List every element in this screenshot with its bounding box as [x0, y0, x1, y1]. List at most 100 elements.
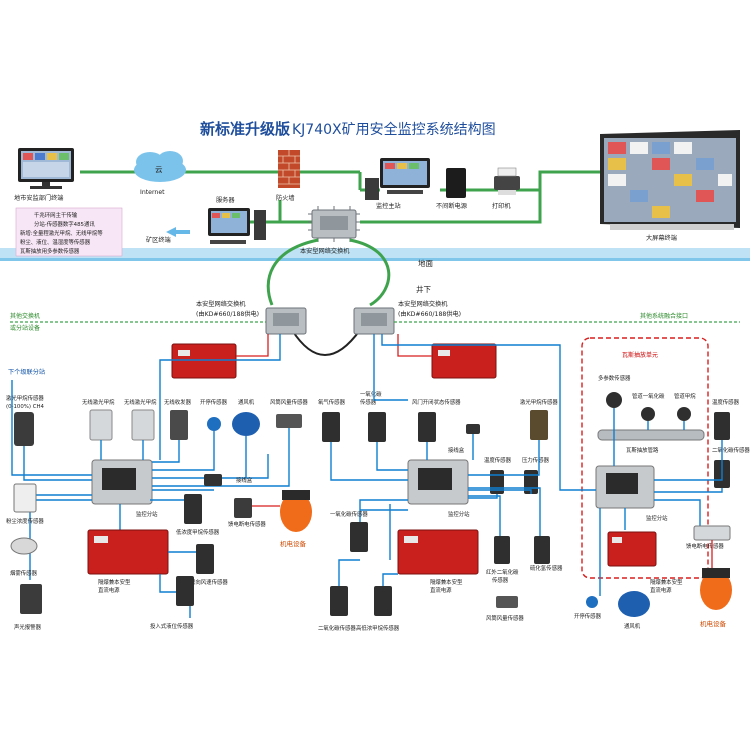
psu-right-line1: 隔爆兼本安型 [650, 578, 683, 586]
low-ch4-sensor[interactable] [184, 494, 202, 524]
note-line-1: 千兆环网主干传输 [34, 211, 78, 219]
gas-unit-title: 瓦斯抽放单元 [622, 351, 658, 359]
underground-switch-left[interactable] [265, 307, 307, 335]
internet-cloud-icon [134, 151, 186, 182]
co-label-1: 一氧化碳 [360, 390, 382, 398]
sub-station-right-label: 监控分站 [646, 514, 668, 522]
surface-divider-band [0, 248, 750, 258]
mech-equipment-right[interactable] [700, 568, 732, 610]
master-station-label: 监控主站 [376, 202, 401, 210]
laser-ch4-label-1: 激光甲烷传感器 [6, 394, 44, 402]
co-sensor[interactable] [368, 412, 386, 442]
temp-mid-label: 温度传感器 [484, 456, 512, 464]
mech-equipment-left-label: 机电设备 [280, 539, 307, 548]
psu-mid-line2: 直流电源 [430, 586, 452, 594]
sub-station-left[interactable] [91, 459, 153, 505]
ring-network-bottom [291, 329, 361, 356]
top-switch-label: 本安型网络交换机 [300, 247, 350, 255]
city-terminal[interactable] [18, 148, 74, 189]
laser-ch4-label-2: (0-100%) CH4 [6, 404, 45, 410]
psu-left-line1: 隔爆兼本安型 [98, 578, 131, 586]
sub-station-right[interactable] [595, 465, 655, 509]
power-supply-left-top[interactable] [171, 343, 237, 379]
low-ch4-label: 低浓度甲烷传感器 [176, 528, 220, 536]
wind-dir-sensor[interactable] [196, 544, 214, 574]
power-link-left [236, 334, 269, 357]
wind-sensor-mid[interactable] [496, 596, 518, 608]
mech-equipment-left[interactable] [280, 490, 312, 532]
laser-ch4-mid-sensor[interactable] [530, 410, 548, 440]
ups-icon[interactable] [446, 168, 466, 198]
power-supply-right[interactable] [607, 531, 657, 567]
feed-sensor-right-label: 馈电断电传感器 [686, 542, 724, 550]
junction-box-mid[interactable] [466, 424, 480, 434]
alarm-label: 声光报警器 [14, 623, 42, 631]
temp-right-sensor[interactable] [714, 412, 730, 440]
wind-sensor-left[interactable] [276, 414, 302, 428]
door-state-sensor[interactable] [418, 412, 436, 442]
power-supply-middle[interactable] [397, 529, 479, 575]
fan-right-icon[interactable] [618, 591, 650, 617]
psu-right-line2: 直流电源 [650, 586, 672, 594]
pipe-co-label: 管道一氧化碳 [632, 392, 665, 400]
dust-sensor[interactable] [13, 483, 37, 513]
co2-mid-sensor[interactable] [350, 522, 368, 552]
smoke-sensor[interactable] [10, 537, 38, 555]
fan-right-label: 通风机 [624, 622, 641, 630]
wireless-tx-label: 无线收发器 [164, 398, 192, 406]
switch-sensor-right-label: 开停传感器 [574, 612, 602, 620]
note-line-5: 瓦斯抽放用多参数传感器 [20, 247, 80, 255]
printer-icon[interactable] [494, 167, 520, 195]
co2-sensor-mid[interactable] [330, 586, 348, 616]
underground-label: 井下 [416, 284, 431, 294]
middle-lower-cables [338, 559, 398, 586]
audible-visual-alarm[interactable] [20, 584, 42, 614]
ir-co2-sensor[interactable] [494, 536, 510, 564]
server-computer[interactable] [208, 208, 266, 244]
feed-sensor-right[interactable] [693, 525, 731, 541]
wireless-laser-2-label: 无线激光甲烷 [124, 398, 157, 406]
switch-sensor-right[interactable] [586, 596, 598, 608]
pipe-ch4-sensor[interactable] [677, 407, 691, 421]
h2s-sensor[interactable] [534, 536, 550, 564]
gas-pipe [597, 429, 705, 441]
laser-ch4-sensor[interactable] [14, 412, 34, 446]
smoke-label: 烟雾传感器 [10, 569, 38, 577]
legend-note-box [15, 207, 123, 257]
wireless-transceiver[interactable] [170, 410, 188, 440]
printer-label: 打印机 [492, 202, 511, 210]
ir-co2-label-1: 红外二氧化碳 [486, 568, 519, 576]
gas-pipe-label: 瓦斯抽放管路 [626, 446, 659, 454]
master-station[interactable] [365, 158, 430, 200]
co2-sensor-mid-label: 二氧化碳传感器 [318, 624, 356, 632]
switch-sensor-left[interactable] [207, 417, 221, 431]
multi-param-label: 多参数传感器 [598, 374, 631, 382]
firewall-label: 防火墙 [276, 194, 295, 202]
co2-mid-label: 一氧化碳传感器 [330, 510, 368, 518]
sub-station-middle[interactable] [407, 459, 469, 505]
high-ch4-sensor[interactable] [374, 586, 392, 616]
multi-param-sensor[interactable] [606, 392, 622, 408]
co-label-2: 传感器 [360, 398, 377, 406]
level-sensor[interactable] [176, 576, 194, 606]
junction-box-left[interactable] [204, 474, 222, 486]
pipe-co-sensor[interactable] [641, 407, 655, 421]
feed-sensor-left[interactable] [234, 498, 252, 518]
switch-left-line2: (由KD#660/188供电) [196, 310, 259, 318]
mech-equipment-right-label: 机电设备 [700, 619, 727, 628]
surface-divider-band-dark [0, 258, 750, 261]
server-label: 服务器 [216, 196, 235, 204]
power-supply-left-bottom[interactable] [87, 529, 169, 575]
oxygen-sensor[interactable] [322, 412, 340, 442]
fan-left-icon[interactable] [232, 412, 260, 436]
power-supply-right-top[interactable] [431, 343, 497, 379]
junction-mid-label: 接线盒 [448, 446, 465, 454]
wireless-laser-2[interactable] [131, 409, 155, 441]
underground-switch-right[interactable] [353, 307, 395, 335]
big-screen-wall[interactable] [600, 130, 740, 230]
temp-right-label: 温度传感器 [712, 398, 740, 406]
other-system-label: 其他系统融合接口 [640, 312, 688, 320]
top-network-switch[interactable] [308, 206, 360, 242]
wireless-laser-1[interactable] [89, 409, 113, 441]
